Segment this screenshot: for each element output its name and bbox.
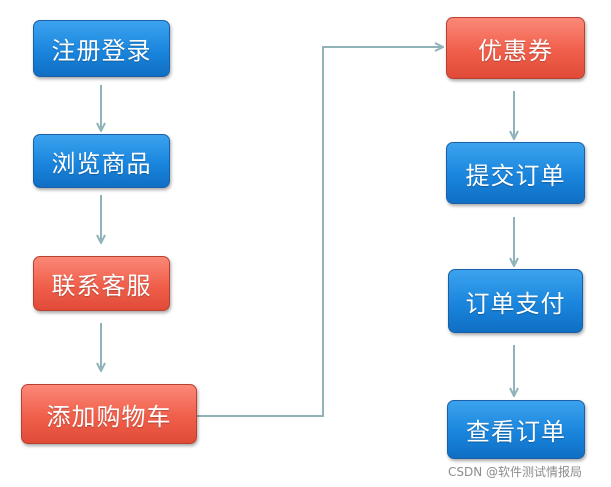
node-label: 查看订单	[466, 418, 566, 446]
watermark-text: CSDN @软件测试情报局	[448, 465, 583, 479]
node-submit-order: 提交订单	[446, 142, 585, 204]
node-label: 注册登录	[51, 37, 152, 65]
node-label: 浏览商品	[51, 149, 152, 178]
node-register-login: 注册登录	[33, 20, 170, 77]
node-label: 添加购物车	[46, 402, 172, 431]
node-label: 优惠券	[478, 36, 553, 65]
node-contact-service: 联系客服	[33, 256, 170, 311]
node-coupon: 优惠券	[446, 17, 585, 79]
edge-cart-to-coupon	[197, 47, 442, 417]
node-label: 联系客服	[51, 272, 152, 300]
node-add-to-cart: 添加购物车	[21, 384, 197, 444]
node-label: 订单支付	[465, 289, 566, 318]
node-view-order: 查看订单	[447, 400, 585, 459]
node-browse-products: 浏览商品	[33, 134, 170, 188]
node-order-payment: 订单支付	[448, 269, 583, 333]
node-label: 提交订单	[465, 161, 566, 190]
